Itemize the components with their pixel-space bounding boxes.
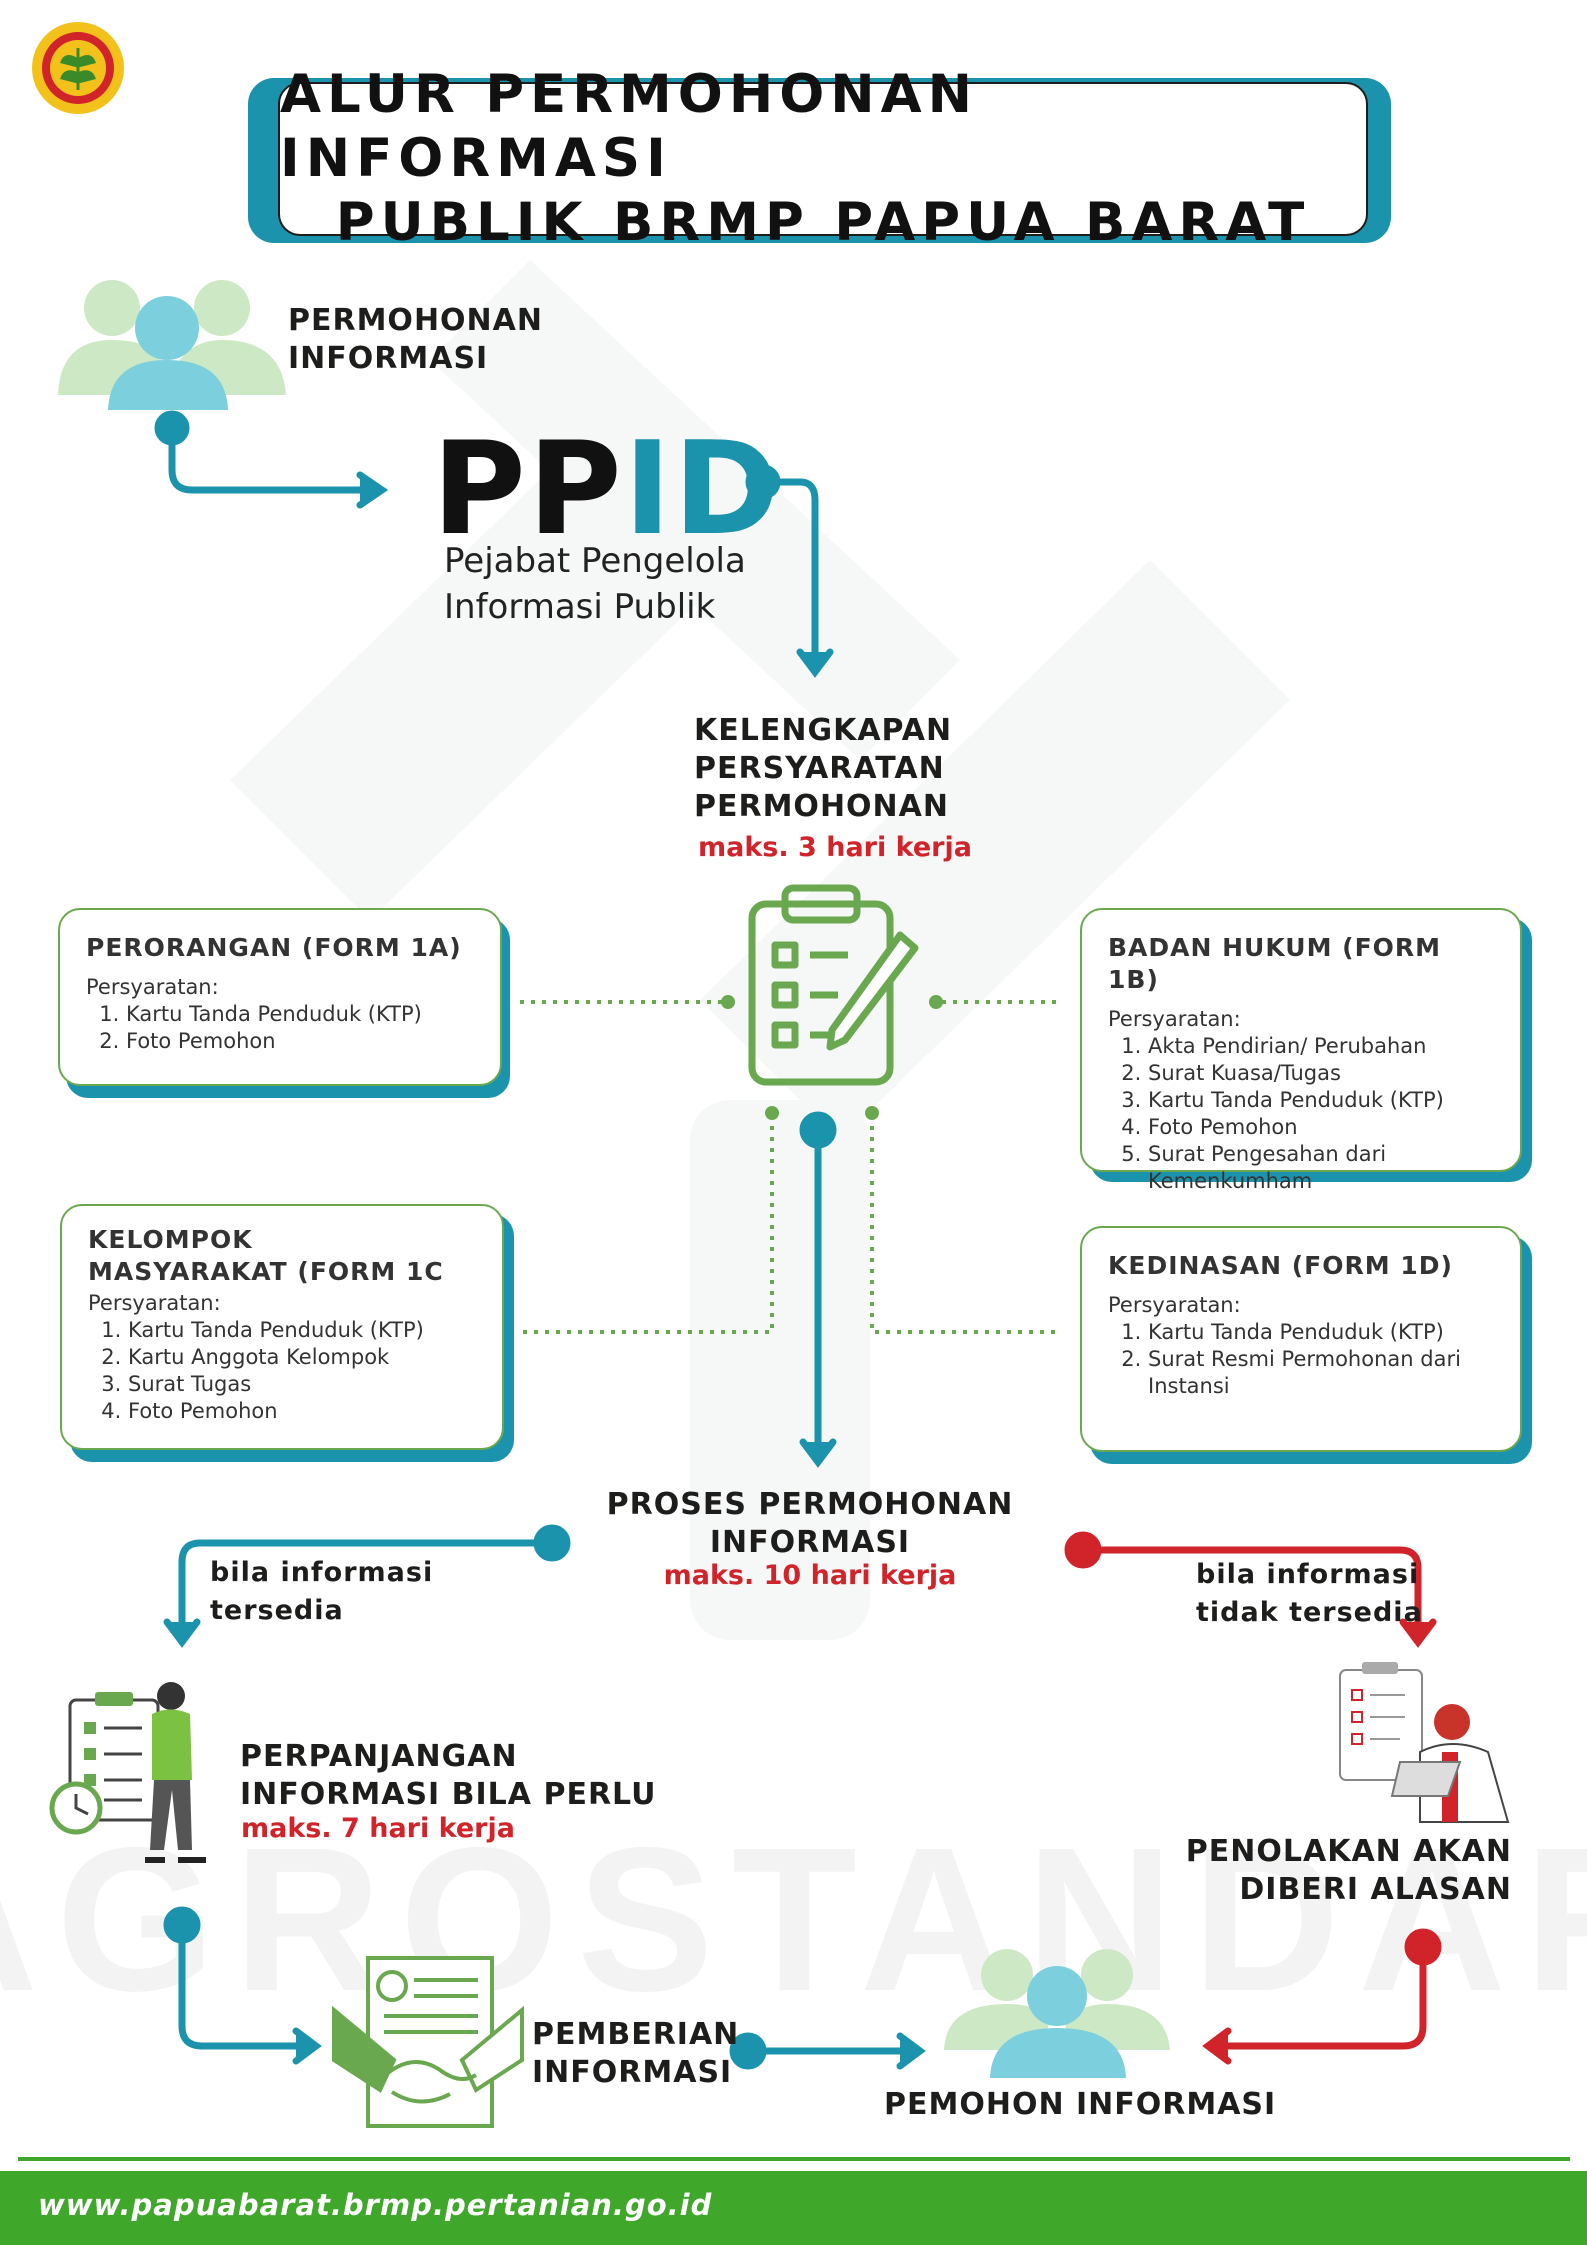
requester-label: PERMOHONAN INFORMASI — [288, 302, 543, 378]
requirement-list: Kartu Tanda Penduduk (KTP) Foto Pemohon — [86, 1001, 474, 1055]
person-clipboard-clock-icon — [49, 1682, 206, 1863]
ppid-pp: PP — [432, 415, 624, 564]
list-item: Akta Pendirian/ Perubahan — [1148, 1033, 1494, 1060]
footer-bar — [0, 2171, 1587, 2245]
extension-deadline: maks. 7 hari kerja — [241, 1813, 515, 1844]
arrow-unavailable-branch — [1064, 1531, 1437, 1648]
logo-emblem-icon — [32, 22, 124, 114]
completeness-line-1: KELENGKAPAN — [694, 713, 953, 748]
final-label: PEMOHON INFORMASI — [884, 2087, 1277, 2122]
extension-label: PERPANJANGAN INFORMASI BILA PERLU — [240, 1738, 656, 1814]
available-line-2: tersedia — [210, 1595, 344, 1626]
ppid-id: ID — [623, 415, 782, 564]
footer-divider — [18, 2157, 1570, 2161]
arrow-rejection-to-final — [1202, 1928, 1442, 2065]
card-subtitle: Persyaratan: — [1108, 1007, 1241, 1031]
arrow-completeness-to-process — [799, 1111, 837, 1468]
list-item: Kartu Anggota Kelompok — [128, 1344, 476, 1371]
card-subtitle: Persyaratan: — [86, 975, 219, 999]
rejection-line-2: DIBERI ALASAN — [1239, 1872, 1512, 1907]
process-deadline: maks. 10 hari kerja — [663, 1560, 957, 1591]
arrow-available-branch — [163, 1524, 571, 1648]
process-line-1: PROSES PERMOHONAN — [606, 1487, 1014, 1522]
available-line-1: bila informasi — [210, 1557, 434, 1588]
extension-line-2: INFORMASI BILA PERLU — [240, 1777, 657, 1812]
card-title-line-1: KELOMPOK — [88, 1225, 253, 1254]
clipboard-checklist-icon — [748, 884, 919, 1086]
completeness-label: KELENGKAPAN PERSYARATAN PERMOHONAN — [694, 712, 952, 826]
ppid-logo: PPID — [432, 426, 782, 554]
title-line-1: ALUR PERMOHONAN INFORMASI — [280, 64, 978, 189]
extension-line-1: PERPANJANGAN — [240, 1739, 518, 1774]
requirement-list: Kartu Tanda Penduduk (KTP) Kartu Anggota… — [88, 1317, 476, 1425]
available-branch-label: bila informasi tersedia — [210, 1554, 433, 1630]
arrow-extension-to-delivery — [163, 1906, 322, 2065]
card-subtitle: Persyaratan: — [1108, 1293, 1241, 1317]
ppid-sub-2: Informasi Publik — [444, 587, 716, 627]
completeness-deadline: maks. 3 hari kerja — [698, 832, 972, 863]
list-item: Foto Pemohon — [128, 1398, 476, 1425]
list-item: Kartu Tanda Penduduk (KTP) — [128, 1317, 476, 1344]
list-item: Surat Kuasa/Tugas — [1148, 1060, 1494, 1087]
requester-line-1: PERMOHONAN — [288, 303, 543, 338]
card-kedinasan: KEDINASAN (FORM 1D) Persyaratan: Kartu T… — [1080, 1226, 1522, 1452]
unavailable-branch-label: bila informasi tidak tersedia — [1196, 1556, 1423, 1632]
list-item: Kartu Tanda Penduduk (KTP) — [1148, 1087, 1494, 1114]
list-item: Foto Pemohon — [1148, 1114, 1494, 1141]
people-group-icon-final — [944, 1949, 1170, 2078]
requirement-list: Kartu Tanda Penduduk (KTP) Surat Resmi P… — [1108, 1319, 1494, 1400]
card-subtitle: Persyaratan: — [88, 1291, 221, 1315]
unavailable-line-2: tidak tersedia — [1196, 1597, 1423, 1628]
list-item: Kartu Tanda Penduduk (KTP) — [1148, 1319, 1494, 1346]
process-label: PROSES PERMOHONAN INFORMASI — [600, 1486, 1020, 1562]
completeness-line-3: PERMOHONAN — [694, 789, 949, 824]
card-kelompok: KELOMPOK MASYARAKAT (FORM 1C Persyaratan… — [60, 1204, 504, 1450]
unavailable-line-1: bila informasi — [1196, 1559, 1420, 1590]
dotted-connectors — [520, 1000, 1060, 1334]
card-title-line-2: MASYARAKAT (FORM 1C — [88, 1257, 444, 1286]
arrow-delivery-to-final — [729, 2032, 926, 2070]
completeness-line-2: PERSYARATAN — [694, 751, 945, 786]
rejection-line-1: PENOLAKAN AKAN — [1185, 1834, 1512, 1869]
list-item: Kartu Tanda Penduduk (KTP) — [126, 1001, 474, 1028]
requester-line-2: INFORMASI — [288, 341, 489, 376]
list-item: Foto Pemohon — [126, 1028, 474, 1055]
delivery-line-1: PEMBERIAN — [532, 2017, 740, 2052]
ppid-sub-1: Pejabat Pengelola — [444, 541, 746, 581]
requirement-list: Akta Pendirian/ Perubahan Surat Kuasa/Tu… — [1108, 1033, 1494, 1195]
list-item: Surat Tugas — [128, 1371, 476, 1398]
title-line-2: PUBLIK BRMP PAPUA BARAT — [335, 192, 1311, 253]
delivery-line-2: INFORMASI — [532, 2055, 733, 2090]
delivery-label: PEMBERIAN INFORMASI — [532, 2016, 739, 2092]
arrow-ppid-to-completeness — [745, 464, 834, 678]
person-laptop-checklist-icon — [1339, 1662, 1510, 1823]
list-item: Surat Resmi Permohonan dari Instansi — [1148, 1346, 1494, 1400]
rejection-label: PENOLAKAN AKAN DIBERI ALASAN — [1150, 1833, 1512, 1909]
process-line-2: INFORMASI — [709, 1525, 911, 1560]
arrow-requester-to-ppid — [154, 410, 389, 509]
background-shapes — [230, 260, 1290, 1640]
card-title: KEDINASAN (FORM 1D) — [1108, 1251, 1453, 1280]
ppid-subtitle: Pejabat Pengelola Informasi Publik — [444, 538, 746, 630]
handshake-document-icon — [332, 1956, 524, 2128]
watermark-text: AGROSTANDAR — [0, 1805, 1587, 2034]
list-item: Surat Pengesahan dari Kemenkumham — [1148, 1141, 1494, 1195]
people-group-icon — [58, 280, 286, 410]
footer-url-link[interactable]: www.papuabarat.brmp.pertanian.go.id — [38, 2188, 713, 2222]
card-title: BADAN HUKUM (FORM 1B) — [1108, 933, 1442, 994]
card-title: PERORANGAN (FORM 1A) — [86, 933, 462, 962]
page-title: ALUR PERMOHONAN INFORMASI PUBLIK BRMP PA… — [278, 64, 1368, 253]
card-badan-hukum: BADAN HUKUM (FORM 1B) Persyaratan: Akta … — [1080, 908, 1522, 1193]
card-perorangan: PERORANGAN (FORM 1A) Persyaratan: Kartu … — [58, 908, 502, 1086]
